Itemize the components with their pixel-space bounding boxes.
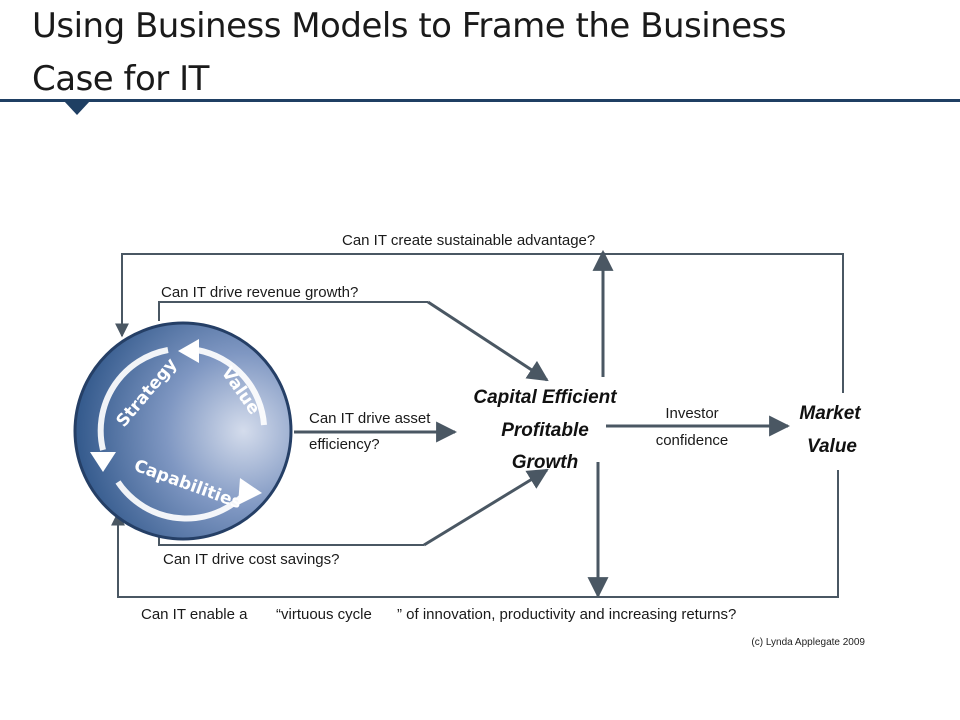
cycle-arrowhead-capabilities (238, 478, 262, 505)
cycle-arrow-capabilities (115, 480, 253, 522)
center-label-line-2: Profitable (501, 420, 589, 441)
cycle-circle (73, 321, 293, 541)
cycle-arrow-value (196, 347, 267, 426)
investor-label-line-1: Investor (665, 405, 718, 422)
slide-title: Using Business Models to Frame the Busin… (32, 0, 932, 106)
question-virtuous-b: “virtuous cycle (276, 606, 372, 623)
slide-title-line-1: Using Business Models to Frame the Busin… (32, 6, 787, 46)
question-revenue: Can IT drive revenue growth? (161, 284, 358, 301)
copyright-note: (c) Lynda Applegate 2009 (751, 637, 865, 648)
center-label-line-3: Growth (512, 452, 579, 473)
advantage-loop-line (115, 253, 844, 393)
investor-label-line-2: confidence (656, 432, 729, 449)
revenue-arrow (427, 300, 549, 382)
cycle-graphic: Strategy Value Capabilities (73, 321, 293, 541)
cycle-arrowhead-strategy (90, 452, 116, 472)
question-virtuous-c: ” of innovation, productivity and increa… (397, 606, 736, 623)
virtuous-loop-line (111, 470, 839, 598)
title-rule (0, 99, 960, 102)
question-advantage: Can IT create sustainable advantage? (342, 232, 595, 249)
question-cost: Can IT drive cost savings? (163, 551, 339, 568)
center-label-line-1: Capital Efficient (473, 387, 617, 408)
advantage-loop (115, 253, 844, 393)
question-virtuous-a: Can IT enable a (141, 606, 248, 623)
market-label-line-2: Value (807, 436, 857, 457)
revenue-path (158, 300, 549, 382)
revenue-path-line (158, 301, 428, 321)
virtuous-loop (111, 470, 839, 598)
slide-title-line-2: Case for IT (32, 59, 209, 99)
cycle-arrowhead-value (178, 339, 199, 363)
market-label-line-1: Market (799, 403, 861, 424)
cycle-arrow-strategy (97, 347, 169, 451)
question-asset-line-2: efficiency? (309, 436, 380, 453)
cost-arrow (423, 468, 549, 547)
title-notch-marker (64, 101, 90, 115)
question-asset-line-1: Can IT drive asset (309, 410, 431, 427)
